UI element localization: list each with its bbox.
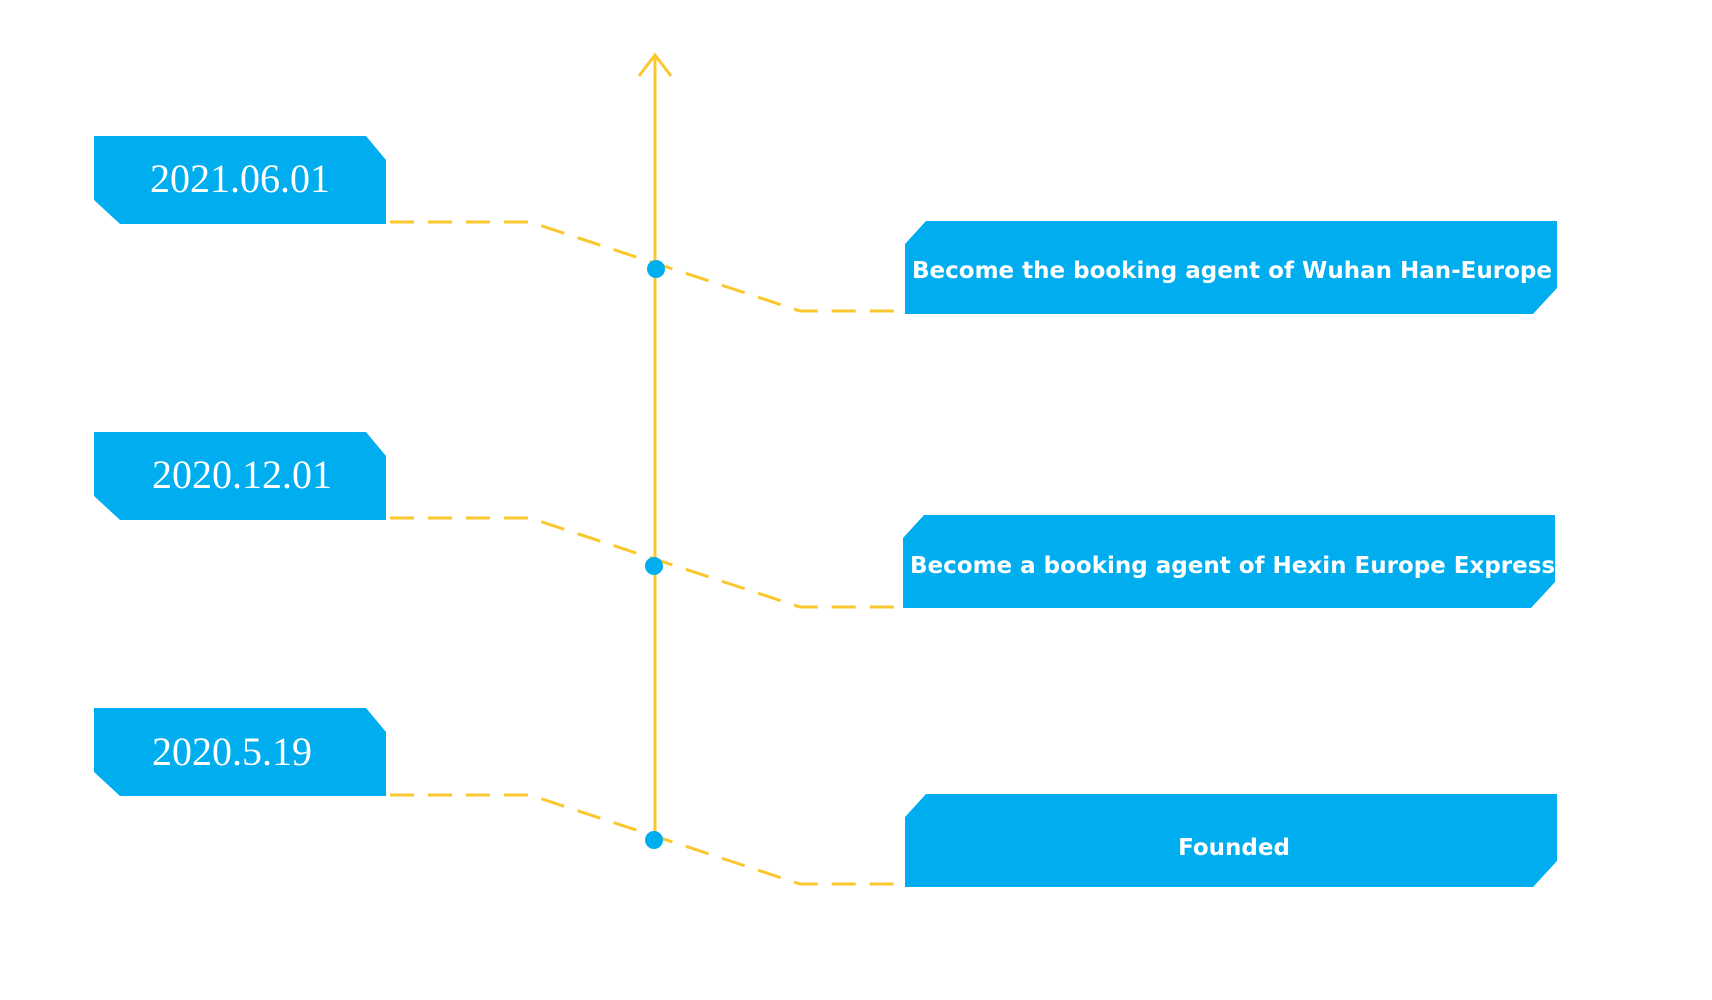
- milestone-1-date-box: [94, 136, 386, 224]
- milestone-1-connector: [390, 220, 905, 313]
- milestone-3-event: Founded: [1178, 835, 1290, 861]
- milestone-1: 2021.06.01 Become the booking agent of W…: [94, 136, 1661, 314]
- milestone-2-event-box: [903, 515, 1555, 608]
- milestone-3-event-box: [905, 794, 1557, 887]
- milestone-3-connector: [390, 793, 905, 886]
- milestone-1-event-box: [905, 221, 1557, 314]
- milestone-2: 2020.12.01 Become a booking agent of Hex…: [94, 432, 1555, 609]
- milestone-2-date: 2020.12.01: [152, 452, 332, 497]
- milestone-3: 2020.5.19 Founded: [94, 708, 1557, 887]
- milestone-2-event: Become a booking agent of Hexin Europe E…: [910, 553, 1555, 579]
- milestone-1-event: Become the booking agent of Wuhan Han-Eu…: [912, 258, 1661, 284]
- milestone-3-dot: [645, 831, 663, 849]
- milestone-1-date: 2021.06.01: [150, 156, 330, 201]
- milestone-1-dot: [647, 260, 665, 278]
- milestone-3-date-box: [94, 708, 386, 796]
- timeline-arrow-head: [637, 52, 673, 77]
- milestone-2-connector: [390, 516, 903, 609]
- milestone-2-date-box: [94, 432, 386, 520]
- milestone-2-dot: [645, 557, 663, 575]
- milestone-3-date: 2020.5.19: [152, 729, 312, 774]
